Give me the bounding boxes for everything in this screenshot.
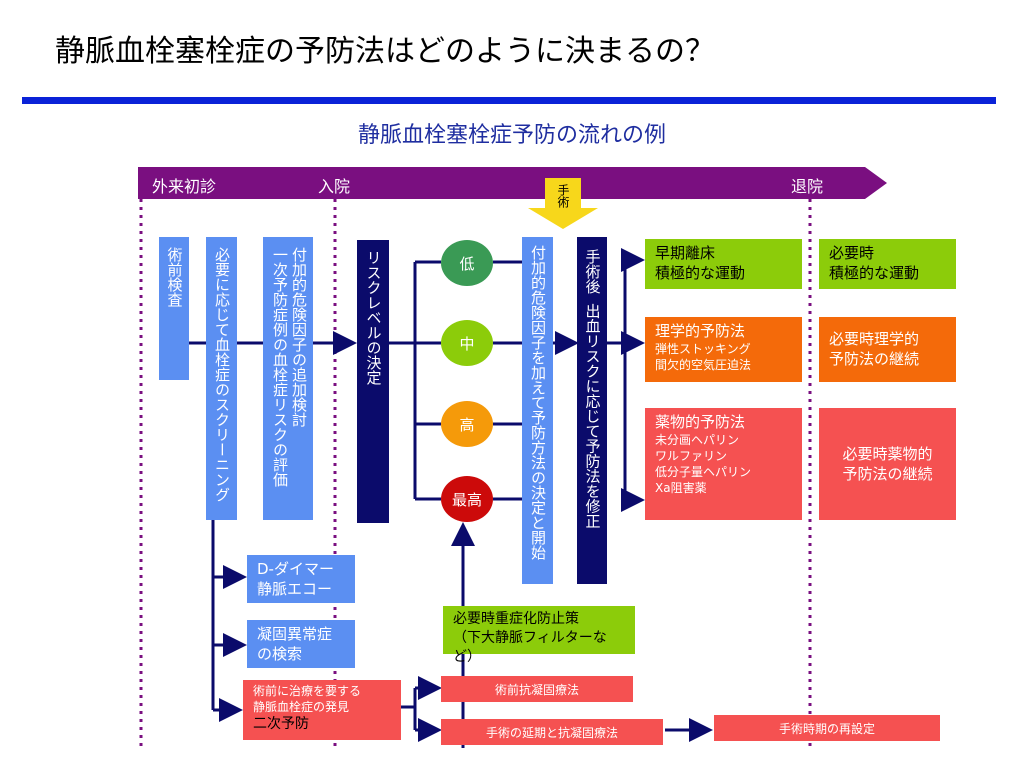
preop-thrombosis-finding-box: 術前に治療を要する 静脈血栓症の発見 二次予防 bbox=[243, 680, 401, 740]
risk-highest-circle: 最高 bbox=[441, 476, 493, 522]
preop-exam-box: 術前検査 bbox=[159, 237, 189, 380]
reschedule-surgery-box: 手術時期の再設定 bbox=[714, 715, 940, 741]
pharmacological-prophylaxis-box: 薬物的予防法 未分画ヘパリン ワルファリン 低分子量ヘパリン Xa阻害薬 bbox=[645, 408, 802, 520]
screening-box: 必要に応じて血栓症のスクリーニング bbox=[206, 237, 237, 520]
title-rule bbox=[22, 97, 996, 104]
risk-high-circle: 高 bbox=[441, 401, 493, 447]
prevention-method-box: 付加的危険因子を加えて予防方法の決定と開始 bbox=[522, 237, 553, 584]
preop-anticoagulation-box: 術前抗凝固療法 bbox=[441, 676, 633, 702]
risk-evaluation-box: 付加的危険因子の追加検討一次予防症例の血栓症リスクの評価 bbox=[263, 237, 313, 520]
label-discharge: 退院 bbox=[791, 177, 824, 196]
early-ambulation-box: 早期離床 積極的な運動 bbox=[645, 239, 802, 289]
mechanical-prophylaxis-box: 理学的予防法 弾性ストッキング 間欠的空気圧迫法 bbox=[645, 317, 802, 382]
label-surgery: 手術 bbox=[556, 184, 570, 208]
diagram-subtitle: 静脈血栓塞栓症予防の流れの例 bbox=[357, 123, 666, 148]
timeline-arrow bbox=[138, 167, 887, 199]
continue-pharmacological-box: 必要時薬物的 予防法の継続 bbox=[819, 408, 956, 520]
surgery-arrow bbox=[528, 178, 598, 229]
severe-prevention-box: 必要時重症化防止策 （下大静脈フィルターなど） bbox=[443, 606, 635, 665]
risk-level-decision-box: リスクレベルの決定 bbox=[357, 240, 389, 523]
coagulopathy-search-box: 凝固異常症 の検索 bbox=[247, 620, 355, 668]
postop-adjustment-box: 手術後 出血リスクに応じて予防法を修正 bbox=[577, 237, 607, 584]
postpone-surgery-box: 手術の延期と抗凝固療法 bbox=[441, 719, 663, 745]
continue-mechanical-box: 必要時理学的 予防法の継続 bbox=[819, 317, 956, 382]
risk-low-circle: 低 bbox=[441, 240, 493, 286]
page-title: 静脈血栓塞栓症の予防法はどのように決まるの？ bbox=[55, 34, 715, 69]
label-first-visit: 外来初診 bbox=[152, 177, 217, 196]
continue-exercise-box: 必要時 積極的な運動 bbox=[819, 239, 956, 289]
label-admission: 入院 bbox=[318, 177, 351, 196]
risk-mid-circle: 中 bbox=[441, 320, 493, 366]
d-dimer-echo-box: D-ダイマー 静脈エコー bbox=[247, 555, 355, 603]
